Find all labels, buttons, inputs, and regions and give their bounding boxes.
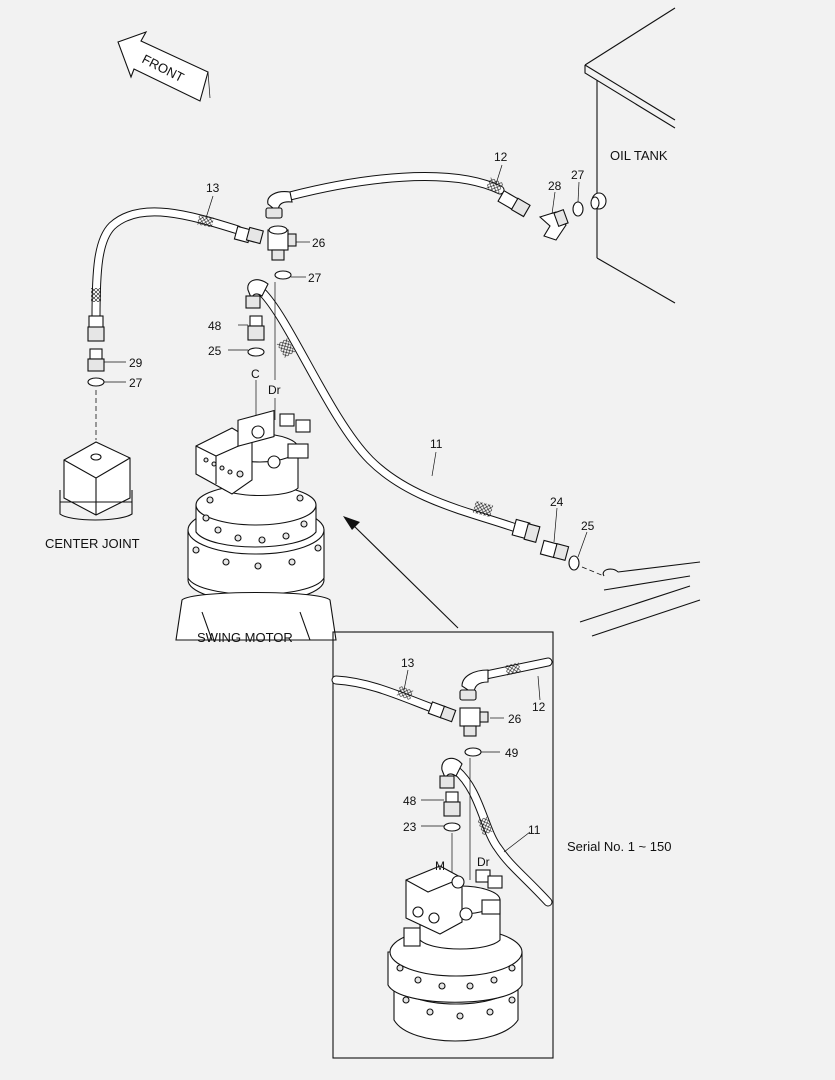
callout-oring-27-joint: 27 [129, 376, 143, 390]
callout-connector-48: 48 [208, 319, 222, 333]
hose-12 [265, 172, 531, 219]
oil-tank-caption: OIL TANK [610, 148, 668, 163]
callout-adaptor-29: 29 [129, 356, 143, 370]
inset-callout-hose-12: 12 [532, 700, 546, 714]
inset-callout-tee-26: 26 [508, 712, 522, 726]
callout-hose-13: 13 [206, 181, 220, 195]
center-joint-caption: CENTER JOINT [45, 536, 140, 551]
serial-range-caption: Serial No. 1 ~ 150 [567, 839, 671, 854]
main-callouts: 13 12 28 27 26 27 48 25 29 27 11 24 25 C… [129, 150, 595, 533]
inset-port-dr-label: Dr [477, 855, 490, 869]
elbow-28 [538, 201, 584, 241]
callout-oring-25-return: 25 [581, 519, 595, 533]
hose-13 [87, 207, 264, 342]
callout-hose-11: 11 [430, 437, 443, 451]
hose-11 [245, 279, 541, 543]
inset-callout-connector-48: 48 [403, 794, 417, 808]
center-joint: CENTER JOINT [45, 441, 140, 551]
leader-lines [104, 164, 588, 853]
inset-callout-oring-49: 49 [505, 746, 519, 760]
inset-pointer-arrow [343, 516, 459, 629]
front-arrow: FRONT [117, 30, 211, 102]
oil-tank: OIL TANK [584, 7, 676, 304]
connector-48 [247, 282, 276, 420]
port-c-label: C [251, 367, 260, 381]
callout-elbow-28: 28 [548, 179, 562, 193]
tee-26 [267, 225, 297, 280]
inset-callouts: 13 12 26 49 48 23 11 M Dr Serial No. 1 ~… [401, 656, 671, 873]
inset-callout-hose-11: 11 [528, 823, 541, 837]
callout-tee-26: 26 [312, 236, 326, 250]
inset-callout-oring-23: 23 [403, 820, 417, 834]
swing-motor-caption: SWING MOTOR [197, 630, 293, 645]
callout-oring-27-tee: 27 [308, 271, 322, 285]
callout-oring-27-tank: 27 [571, 168, 585, 182]
swing-motor: SWING MOTOR [175, 409, 337, 645]
inset-serial-1-150 [331, 631, 554, 1059]
callout-hose-12: 12 [494, 150, 508, 164]
inset-port-m-label: M [435, 859, 445, 873]
port-dr-label: Dr [268, 383, 281, 397]
callout-adaptor-24: 24 [550, 495, 564, 509]
adaptor-24 [539, 539, 701, 637]
inset-callout-hose-13: 13 [401, 656, 415, 670]
adaptor-29 [87, 348, 105, 440]
callout-oring-25: 25 [208, 344, 222, 358]
